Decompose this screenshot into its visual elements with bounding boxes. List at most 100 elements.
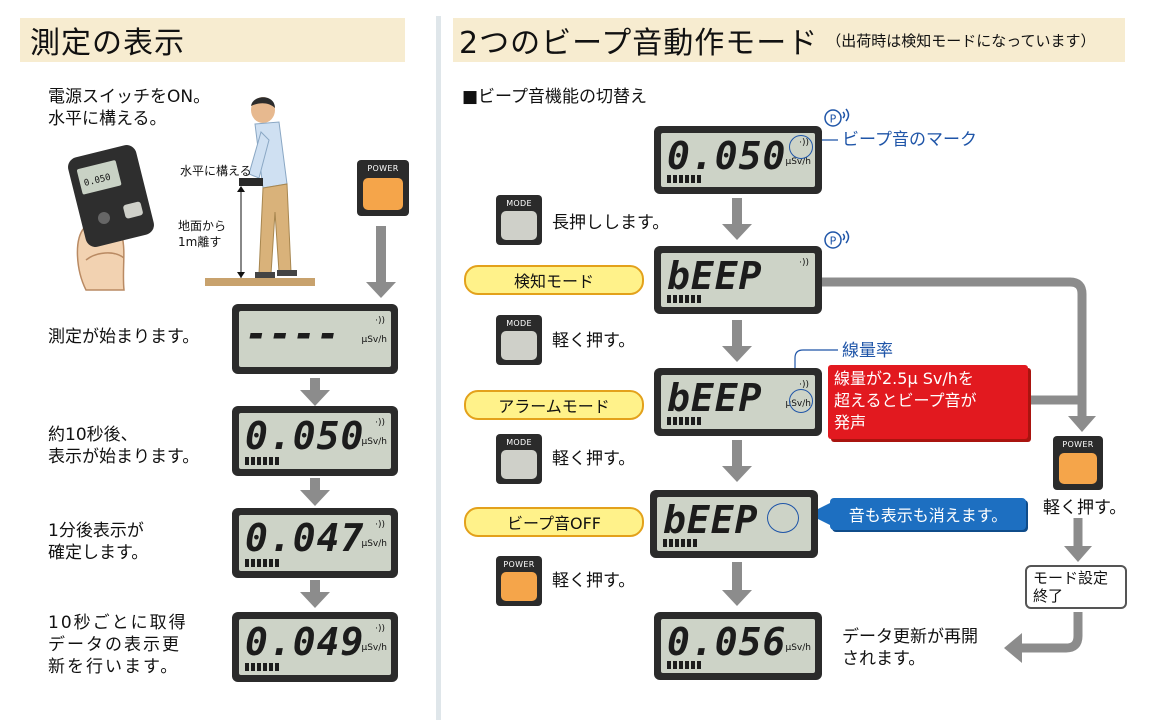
mode-button-1-key xyxy=(501,211,537,240)
lcd-highlight-ring xyxy=(789,135,813,159)
height-label: 地面から 1m離す xyxy=(178,219,227,249)
lcd-level-bar xyxy=(675,539,679,547)
lcd-level-bar xyxy=(269,559,273,567)
lcd-level-bar xyxy=(669,539,673,547)
lcd-screen: bEEP xyxy=(657,497,811,551)
left-power-button[interactable]: POWER xyxy=(357,160,409,216)
mode-button-3-label: MODE xyxy=(506,438,532,447)
lcd-level-bar xyxy=(685,295,689,303)
lcd-level-bar xyxy=(687,539,691,547)
lcd-display-r4: bEEP xyxy=(650,490,818,558)
lcd-level-bar xyxy=(673,175,677,183)
mode-detect-pill: 検知モード xyxy=(464,265,644,295)
lcd-level-bar xyxy=(667,661,671,669)
power-button-mid[interactable]: POWER xyxy=(496,556,542,606)
lcd-level-bars xyxy=(663,539,697,547)
lcd-level-bar xyxy=(263,457,267,465)
lcd-level-bars xyxy=(667,417,701,425)
left-power-key xyxy=(363,178,403,210)
alarm-note-box: 線量が2.5μ Sv/hを 超えるとビープ音が 発声 xyxy=(828,365,1028,439)
lcd-level-bar xyxy=(257,559,261,567)
lcd-level-bar xyxy=(275,559,279,567)
beep-mark-label: ビープ音のマーク xyxy=(842,130,977,150)
hold-level-label: 水平に構える xyxy=(180,164,252,178)
lcd-level-bar xyxy=(257,457,261,465)
long-press-text: 長押しします。 xyxy=(552,213,670,233)
mode-beep-off-pill: ビープ音OFF xyxy=(464,507,644,537)
mode-end-box: モード設定 終了 xyxy=(1025,565,1127,609)
left-step1-text: 電源スイッチをON。 水平に構える。 xyxy=(48,87,211,129)
lcd-level-bar xyxy=(245,457,249,465)
lcd-level-bar xyxy=(257,663,261,671)
lcd-level-bar xyxy=(251,457,255,465)
arrow-right-4 xyxy=(722,562,752,608)
lcd-level-bar xyxy=(685,417,689,425)
off-note-banner: 音も表示も消えます。 xyxy=(830,498,1026,530)
arrow-right-3 xyxy=(722,440,752,482)
mode-button-1[interactable]: MODE xyxy=(496,195,542,245)
dose-rate-label: 線量率 xyxy=(842,341,893,361)
lcd-highlight-ring xyxy=(789,389,813,413)
lcd-level-bar xyxy=(245,663,249,671)
lcd-level-bar xyxy=(681,539,685,547)
header-right-title: 2つのビープ音動作モード xyxy=(459,26,819,61)
lcd-level-bar xyxy=(697,175,701,183)
lcd-level-bar xyxy=(667,417,671,425)
power-button-right[interactable]: POWER xyxy=(1053,436,1103,490)
lcd-screen: bEEP·)) xyxy=(661,253,815,307)
beep-p-icon-2: P xyxy=(824,228,850,250)
lcd-level-bar xyxy=(269,457,273,465)
arrow-left-3 xyxy=(300,580,330,608)
lcd-reading: 0.047 xyxy=(245,516,365,560)
lcd-level-bar xyxy=(691,661,695,669)
lcd-level-bar xyxy=(697,417,701,425)
lcd-level-bar xyxy=(673,417,677,425)
lcd-level-bars xyxy=(245,457,279,465)
header-left-title: 測定の表示 xyxy=(30,26,185,61)
lcd-level-bar xyxy=(663,539,667,547)
arrow-power-to-display xyxy=(366,226,396,298)
mode-button-3[interactable]: MODE xyxy=(496,434,542,484)
arrow-right-2 xyxy=(722,320,752,362)
lcd-level-bar xyxy=(691,295,695,303)
lcd-reading: 0.049 xyxy=(245,620,365,664)
lcd-beep-icon: ·)) xyxy=(799,380,809,390)
short-press-text-1: 軽く押す。 xyxy=(552,331,636,351)
lcd-unit: μSv/h xyxy=(361,643,387,653)
mode-button-2[interactable]: MODE xyxy=(496,315,542,365)
lcd-level-bar xyxy=(251,663,255,671)
lcd-level-bar xyxy=(691,175,695,183)
lcd-reading: 0.056 xyxy=(667,620,787,664)
lcd-reading: 0.050 xyxy=(667,134,787,178)
beep-p-letter-1: P xyxy=(830,113,837,126)
header-right-subtitle: （出荷時は検知モードになっています） xyxy=(826,31,1096,50)
lcd-level-bar xyxy=(673,661,677,669)
lcd-beep-icon: ·)) xyxy=(375,316,385,326)
lcd-level-bar xyxy=(667,175,671,183)
lcd-unit: μSv/h xyxy=(361,335,387,345)
left-step2-text: 測定が始まります。 xyxy=(48,327,200,347)
header-right: 2つのビープ音動作モード （出荷時は検知モードになっています） xyxy=(453,18,1125,62)
lcd-unit: μSv/h xyxy=(785,643,811,653)
mode-alarm-pill: アラームモード xyxy=(464,390,644,420)
lcd-level-bar xyxy=(245,559,249,567)
header-left: 測定の表示 xyxy=(20,18,405,62)
lcd-level-bar xyxy=(691,417,695,425)
lcd-level-bars xyxy=(667,175,701,183)
lcd-level-bar xyxy=(679,417,683,425)
lcd-level-bar xyxy=(679,661,683,669)
left-step4-text: 1分後表示が 確定します。 xyxy=(48,521,149,563)
arrow-right-1 xyxy=(722,198,752,240)
short-press-text-3: 軽く押す。 xyxy=(552,571,636,591)
beep-p-letter-2: P xyxy=(830,235,837,248)
lcd-beep-icon: ·)) xyxy=(375,624,385,634)
lcd-level-bar xyxy=(679,295,683,303)
lcd-level-bar xyxy=(275,457,279,465)
